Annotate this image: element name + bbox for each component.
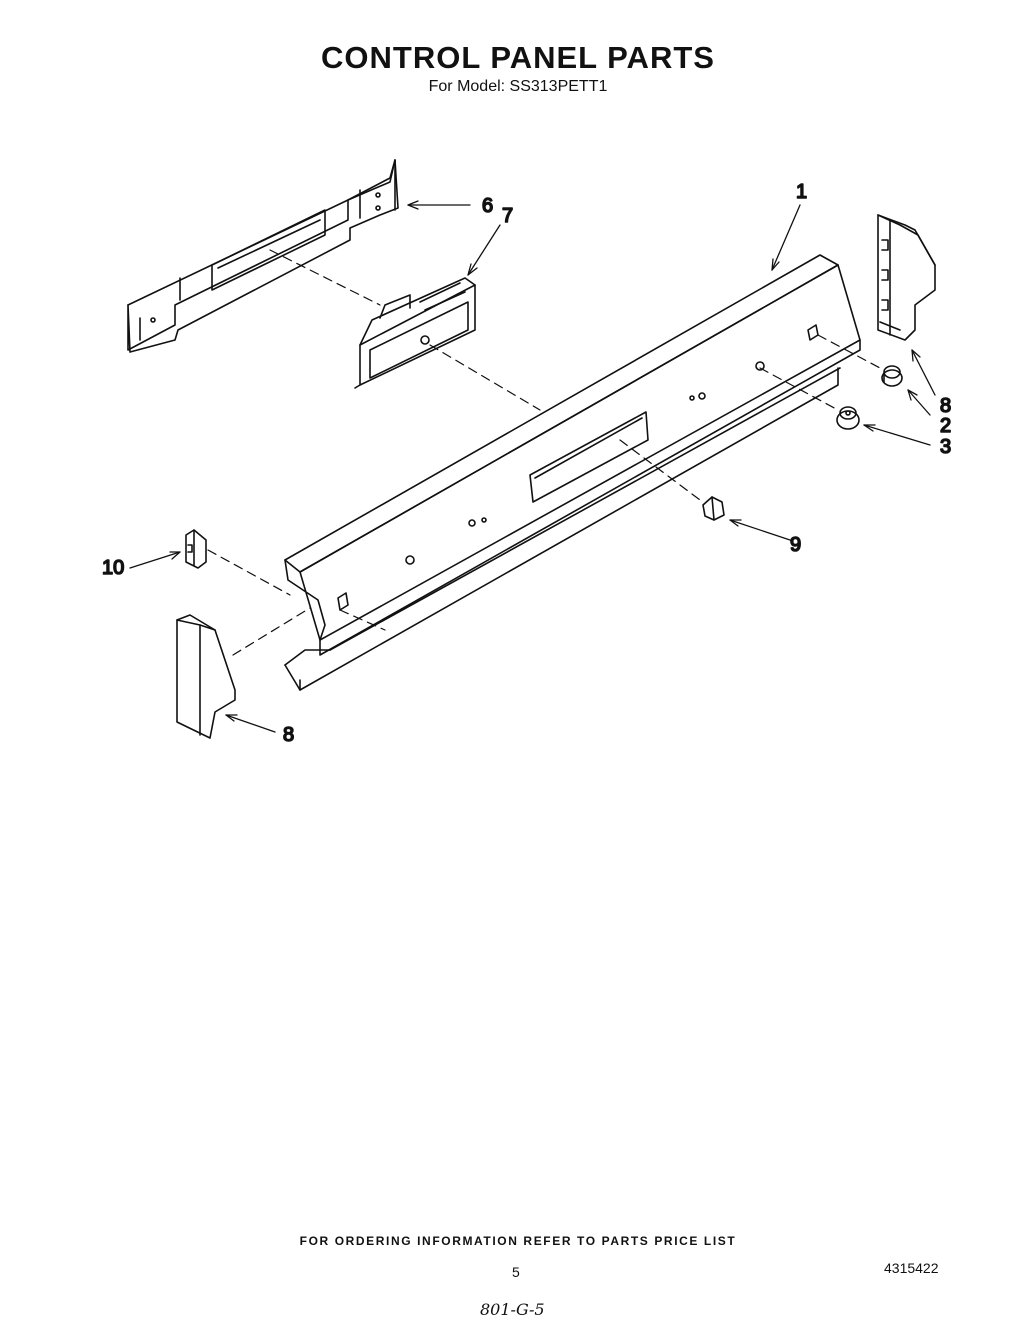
assembly-guide-lines	[207, 249, 881, 656]
callout-7: 7	[502, 205, 513, 227]
page-number: 5	[512, 1264, 520, 1280]
part-8-end-cap-right	[877, 214, 936, 341]
callout-8-bottom: 8	[283, 724, 294, 746]
part-6-mounting-bracket	[127, 159, 399, 353]
callout-10: 10	[102, 557, 124, 579]
ordering-note: FOR ORDERING INFORMATION REFER TO PARTS …	[299, 1234, 737, 1248]
part-10-clip	[185, 529, 207, 569]
handwritten-note: 801-G-5	[480, 1300, 545, 1319]
exploded-parts-diagram: 6 7 1 8 2 3 9 10 8	[101, 159, 952, 747]
callout-9: 9	[790, 534, 801, 556]
part-7-display-module	[354, 277, 476, 389]
page-title: CONTROL PANEL PARTS	[321, 40, 715, 75]
callout-2: 2	[940, 415, 951, 437]
callout-1: 1	[796, 181, 807, 203]
document-number: 4315422	[884, 1260, 939, 1276]
callout-8-top: 8	[940, 395, 951, 417]
part-9-knob	[702, 496, 725, 521]
model-subtitle: For Model: SS313PETT1	[428, 78, 608, 95]
part-8-end-cap-left	[176, 614, 236, 739]
part-1-control-panel	[284, 254, 861, 691]
part-3-knob	[836, 406, 860, 430]
part-2-knob	[881, 365, 903, 387]
callout-arrows	[129, 200, 936, 733]
callout-3: 3	[940, 436, 951, 458]
callout-6: 6	[482, 195, 493, 217]
